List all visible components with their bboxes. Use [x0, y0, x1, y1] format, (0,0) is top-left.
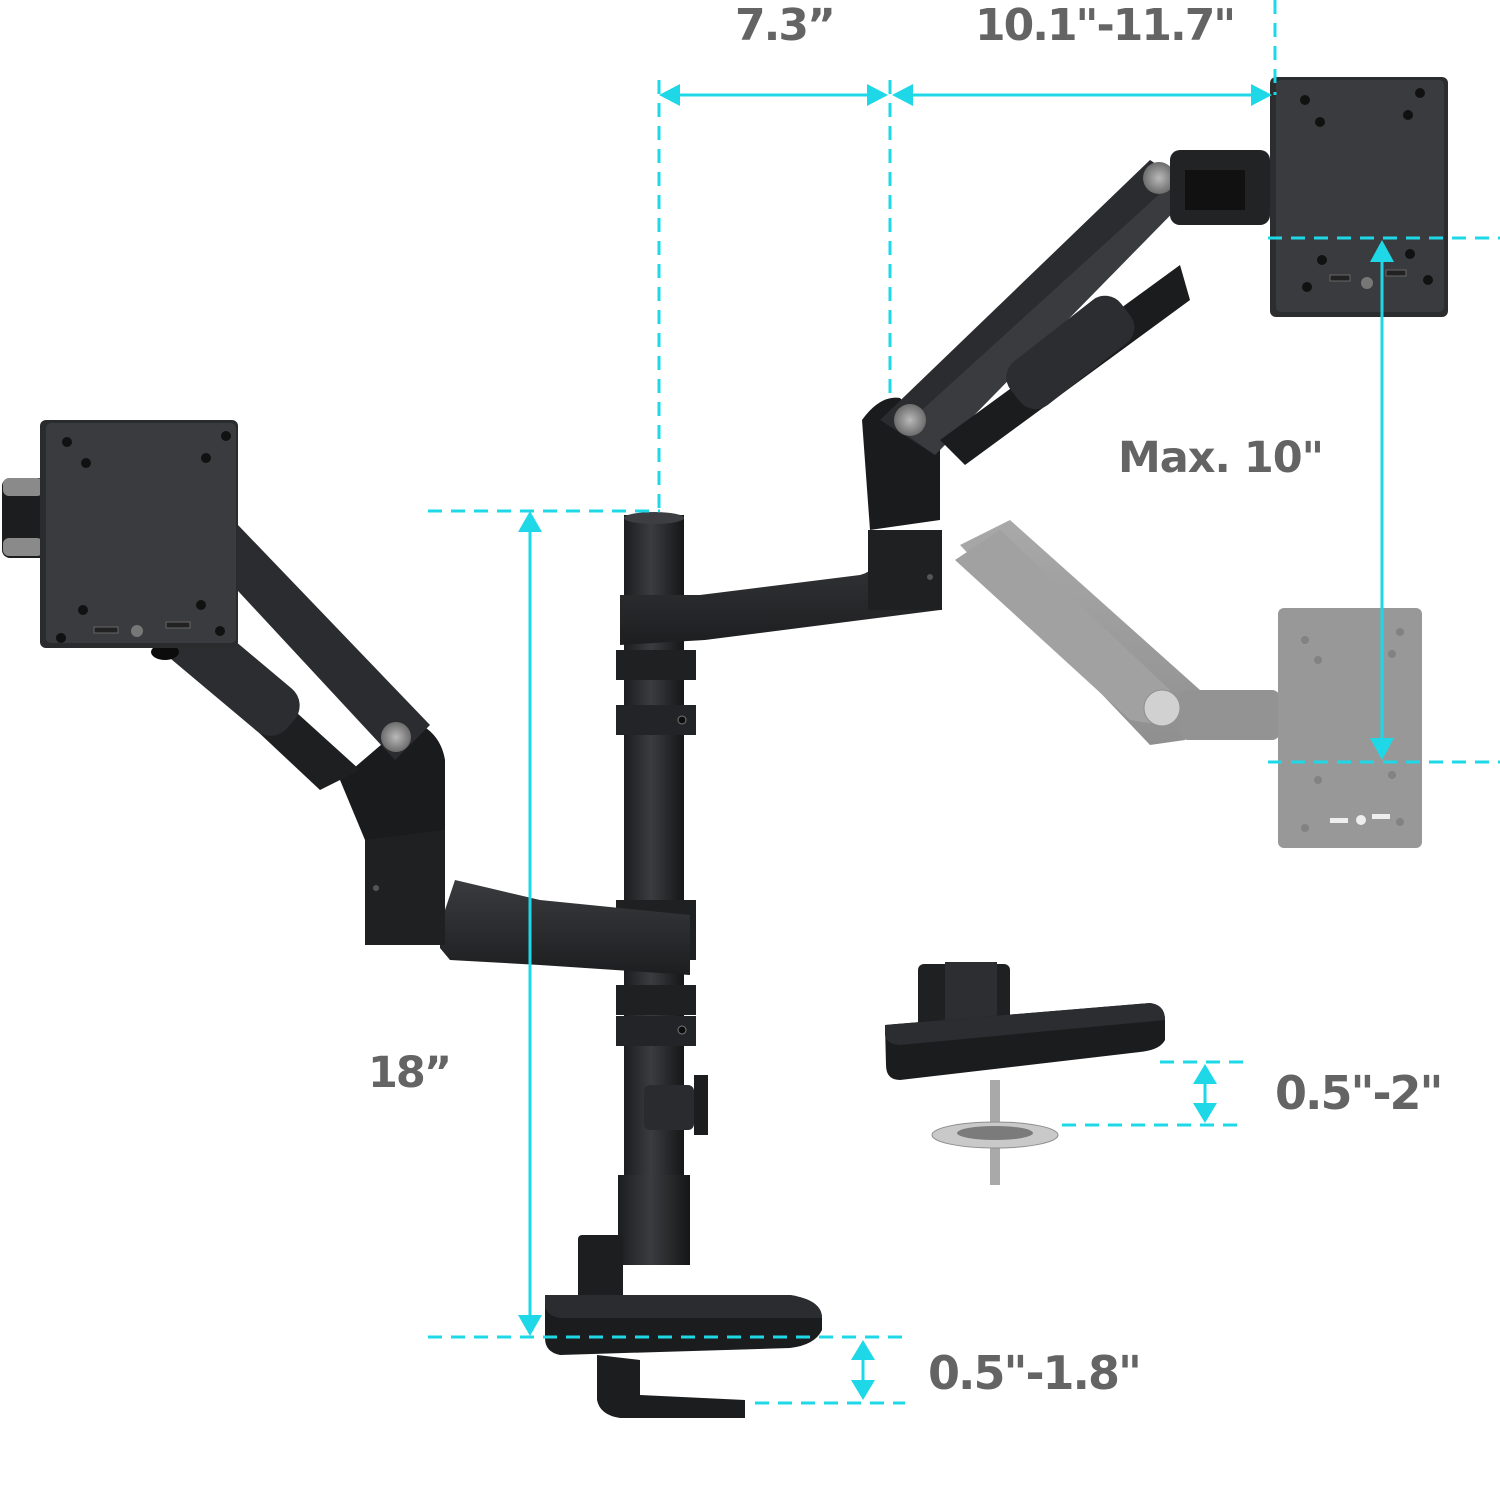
dimension-lines: [428, 0, 1500, 1405]
grommet-thickness-label: 0.5"-2": [1275, 1066, 1444, 1120]
upper-right-arm: [620, 150, 1270, 645]
lower-left-arm: [151, 525, 690, 975]
center-spacing-label: 7.3”: [735, 0, 836, 51]
left-vesa-plate: [2, 420, 238, 648]
clamp-thickness-label: 0.5"-1.8": [928, 1346, 1142, 1400]
ghost-vesa-plate: [1278, 608, 1422, 848]
ghost-lowered-arm: [955, 520, 1422, 848]
arm-reach-label: 10.1"-11.7": [975, 0, 1236, 51]
grommet-mount: [885, 962, 1165, 1185]
desk-clamp: [545, 1235, 822, 1418]
height-adjust-label: Max. 10": [1118, 433, 1324, 483]
pole-height-label: 18”: [368, 1048, 452, 1098]
right-vesa-plate: [1270, 77, 1448, 317]
